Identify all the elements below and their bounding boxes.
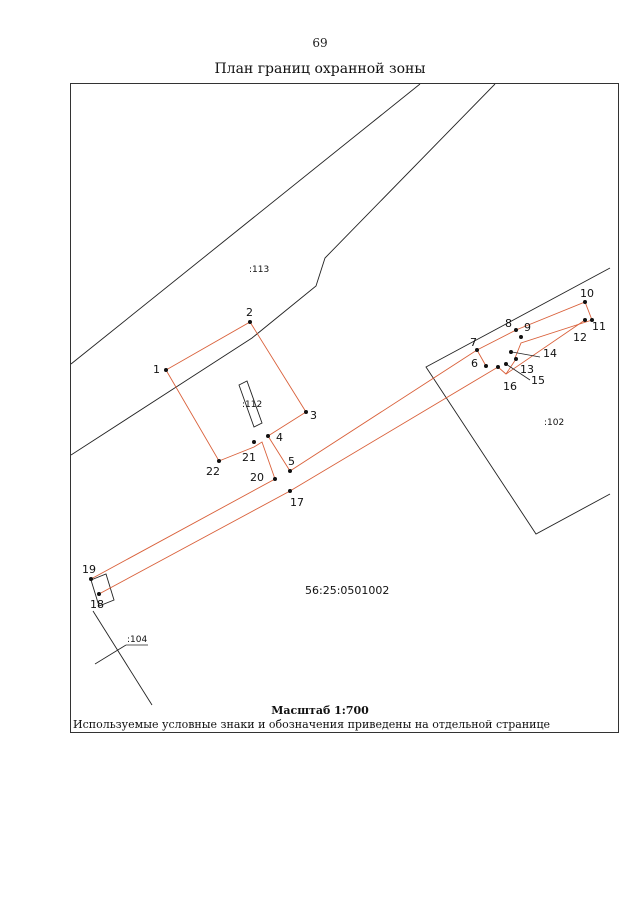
point-label-8: 8: [505, 317, 512, 330]
point-label-20: 20: [250, 471, 264, 484]
point-label-19: 19: [82, 563, 96, 576]
point-marker-7: [475, 348, 479, 352]
point-marker-12: [583, 318, 587, 322]
point-label-4: 4: [276, 431, 283, 444]
parcel-104-boundary: [92, 610, 153, 706]
point-marker-19: [89, 577, 93, 581]
point-marker-11: [590, 318, 594, 322]
page-number: 69: [312, 36, 328, 50]
point-label-11: 11: [592, 320, 606, 333]
zone-upper-line-2: [476, 301, 593, 359]
point-marker-21: [252, 440, 256, 444]
point-label-5: 5: [288, 455, 295, 468]
building-112: [238, 380, 263, 428]
point-label-14: 14: [543, 347, 557, 360]
point-marker-15: [504, 362, 508, 366]
point-marker-18: [97, 592, 101, 596]
point-label-15: 15: [531, 374, 545, 387]
leader-15: [505, 363, 531, 381]
point-marker-5: [288, 469, 292, 473]
point-label-10: 10: [580, 287, 594, 300]
point-label-21: 21: [242, 451, 256, 464]
point-marker-8: [514, 328, 518, 332]
point-marker-13: [514, 357, 518, 361]
point-marker-6: [484, 364, 488, 368]
page-title: План границ охранной зоны: [214, 61, 426, 77]
point-marker-22: [217, 459, 221, 463]
cadastral-quarter-label: 56:25:0501002: [305, 584, 389, 597]
point-label-22: 22: [206, 465, 220, 478]
point-marker-3: [304, 410, 308, 414]
zone-upper-line: [90, 321, 487, 580]
point-marker-4: [266, 434, 270, 438]
parcel-104-leader: [94, 644, 127, 665]
parcel-label-102: :102: [544, 418, 564, 428]
point-label-16: 16: [503, 380, 517, 393]
point-marker-16: [496, 365, 500, 369]
parcel-102-boundary: [425, 267, 611, 535]
point-label-7: 7: [470, 336, 477, 349]
point-marker-20: [273, 477, 277, 481]
zone-link-13-16: [505, 358, 517, 375]
parcel-label-112: :112: [242, 400, 262, 410]
leader-14: [511, 351, 541, 358]
point-markers: [89, 300, 594, 596]
road-boundary-upper: [71, 84, 421, 365]
point-label-13: 13: [520, 363, 534, 376]
point-label-2: 2: [246, 306, 253, 319]
point-marker-1: [164, 368, 168, 372]
point-label-12: 12: [573, 331, 587, 344]
map-frame: [70, 83, 619, 733]
point-marker-9: [519, 335, 523, 339]
legend-note: Используемые условные знаки и обозначени…: [73, 718, 551, 731]
scale-label: Масштаб 1:700: [271, 704, 369, 717]
parcel-box-18-19: [90, 573, 115, 607]
point-label-18: 18: [90, 598, 104, 611]
point-label-9: 9: [524, 321, 531, 334]
parcel-label-104: :104: [127, 635, 147, 645]
point-marker-14: [509, 350, 513, 354]
point-marker-10: [583, 300, 587, 304]
point-label-1: 1: [153, 363, 160, 376]
point-marker-2: [248, 320, 252, 324]
point-label-3: 3: [310, 409, 317, 422]
point-label-6: 6: [471, 357, 478, 370]
point-marker-17: [288, 489, 292, 493]
zone-lower-line: [98, 319, 586, 595]
point-label-17: 17: [290, 496, 304, 509]
parcel-label-113: :113: [249, 265, 269, 275]
road-boundary-lower: [71, 84, 496, 456]
